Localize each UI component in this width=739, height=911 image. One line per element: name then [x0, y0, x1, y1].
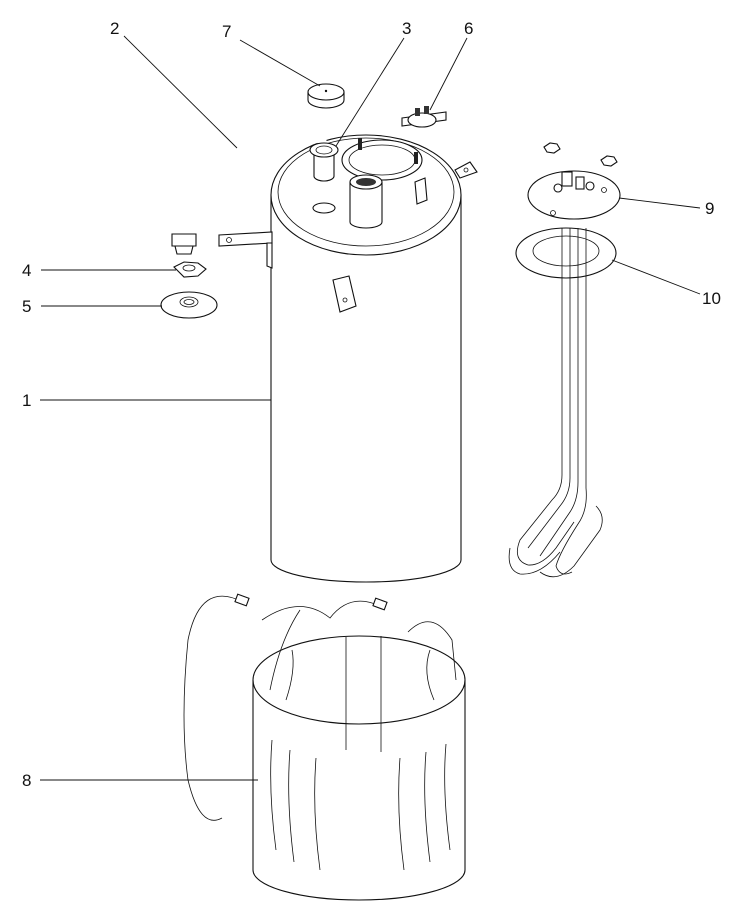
gasket — [515, 227, 617, 279]
element-flange — [527, 142, 621, 220]
callout-6: 6 — [464, 19, 473, 38]
thermostat — [401, 106, 447, 128]
callout-4: 4 — [22, 261, 31, 280]
callout-8: 8 — [22, 771, 31, 790]
callout-3: 3 — [402, 19, 411, 38]
heating-element — [508, 228, 603, 578]
cap — [307, 83, 345, 109]
outlet-pipe — [171, 102, 327, 255]
callout-2: 2 — [110, 19, 119, 38]
callout-10: 10 — [702, 289, 721, 308]
pipe-fitting — [309, 142, 339, 182]
callout-9: 9 — [705, 199, 714, 218]
tank-body — [218, 134, 478, 583]
callout-5: 5 — [22, 297, 31, 316]
nut — [173, 261, 207, 278]
washer — [160, 291, 218, 319]
callout-7: 7 — [222, 22, 231, 41]
leader-lines — [40, 35, 701, 781]
wrap-heater — [183, 593, 466, 901]
callout-1: 1 — [22, 391, 31, 410]
callout-labels: 1 2 3 4 5 6 7 8 9 10 — [22, 19, 721, 790]
